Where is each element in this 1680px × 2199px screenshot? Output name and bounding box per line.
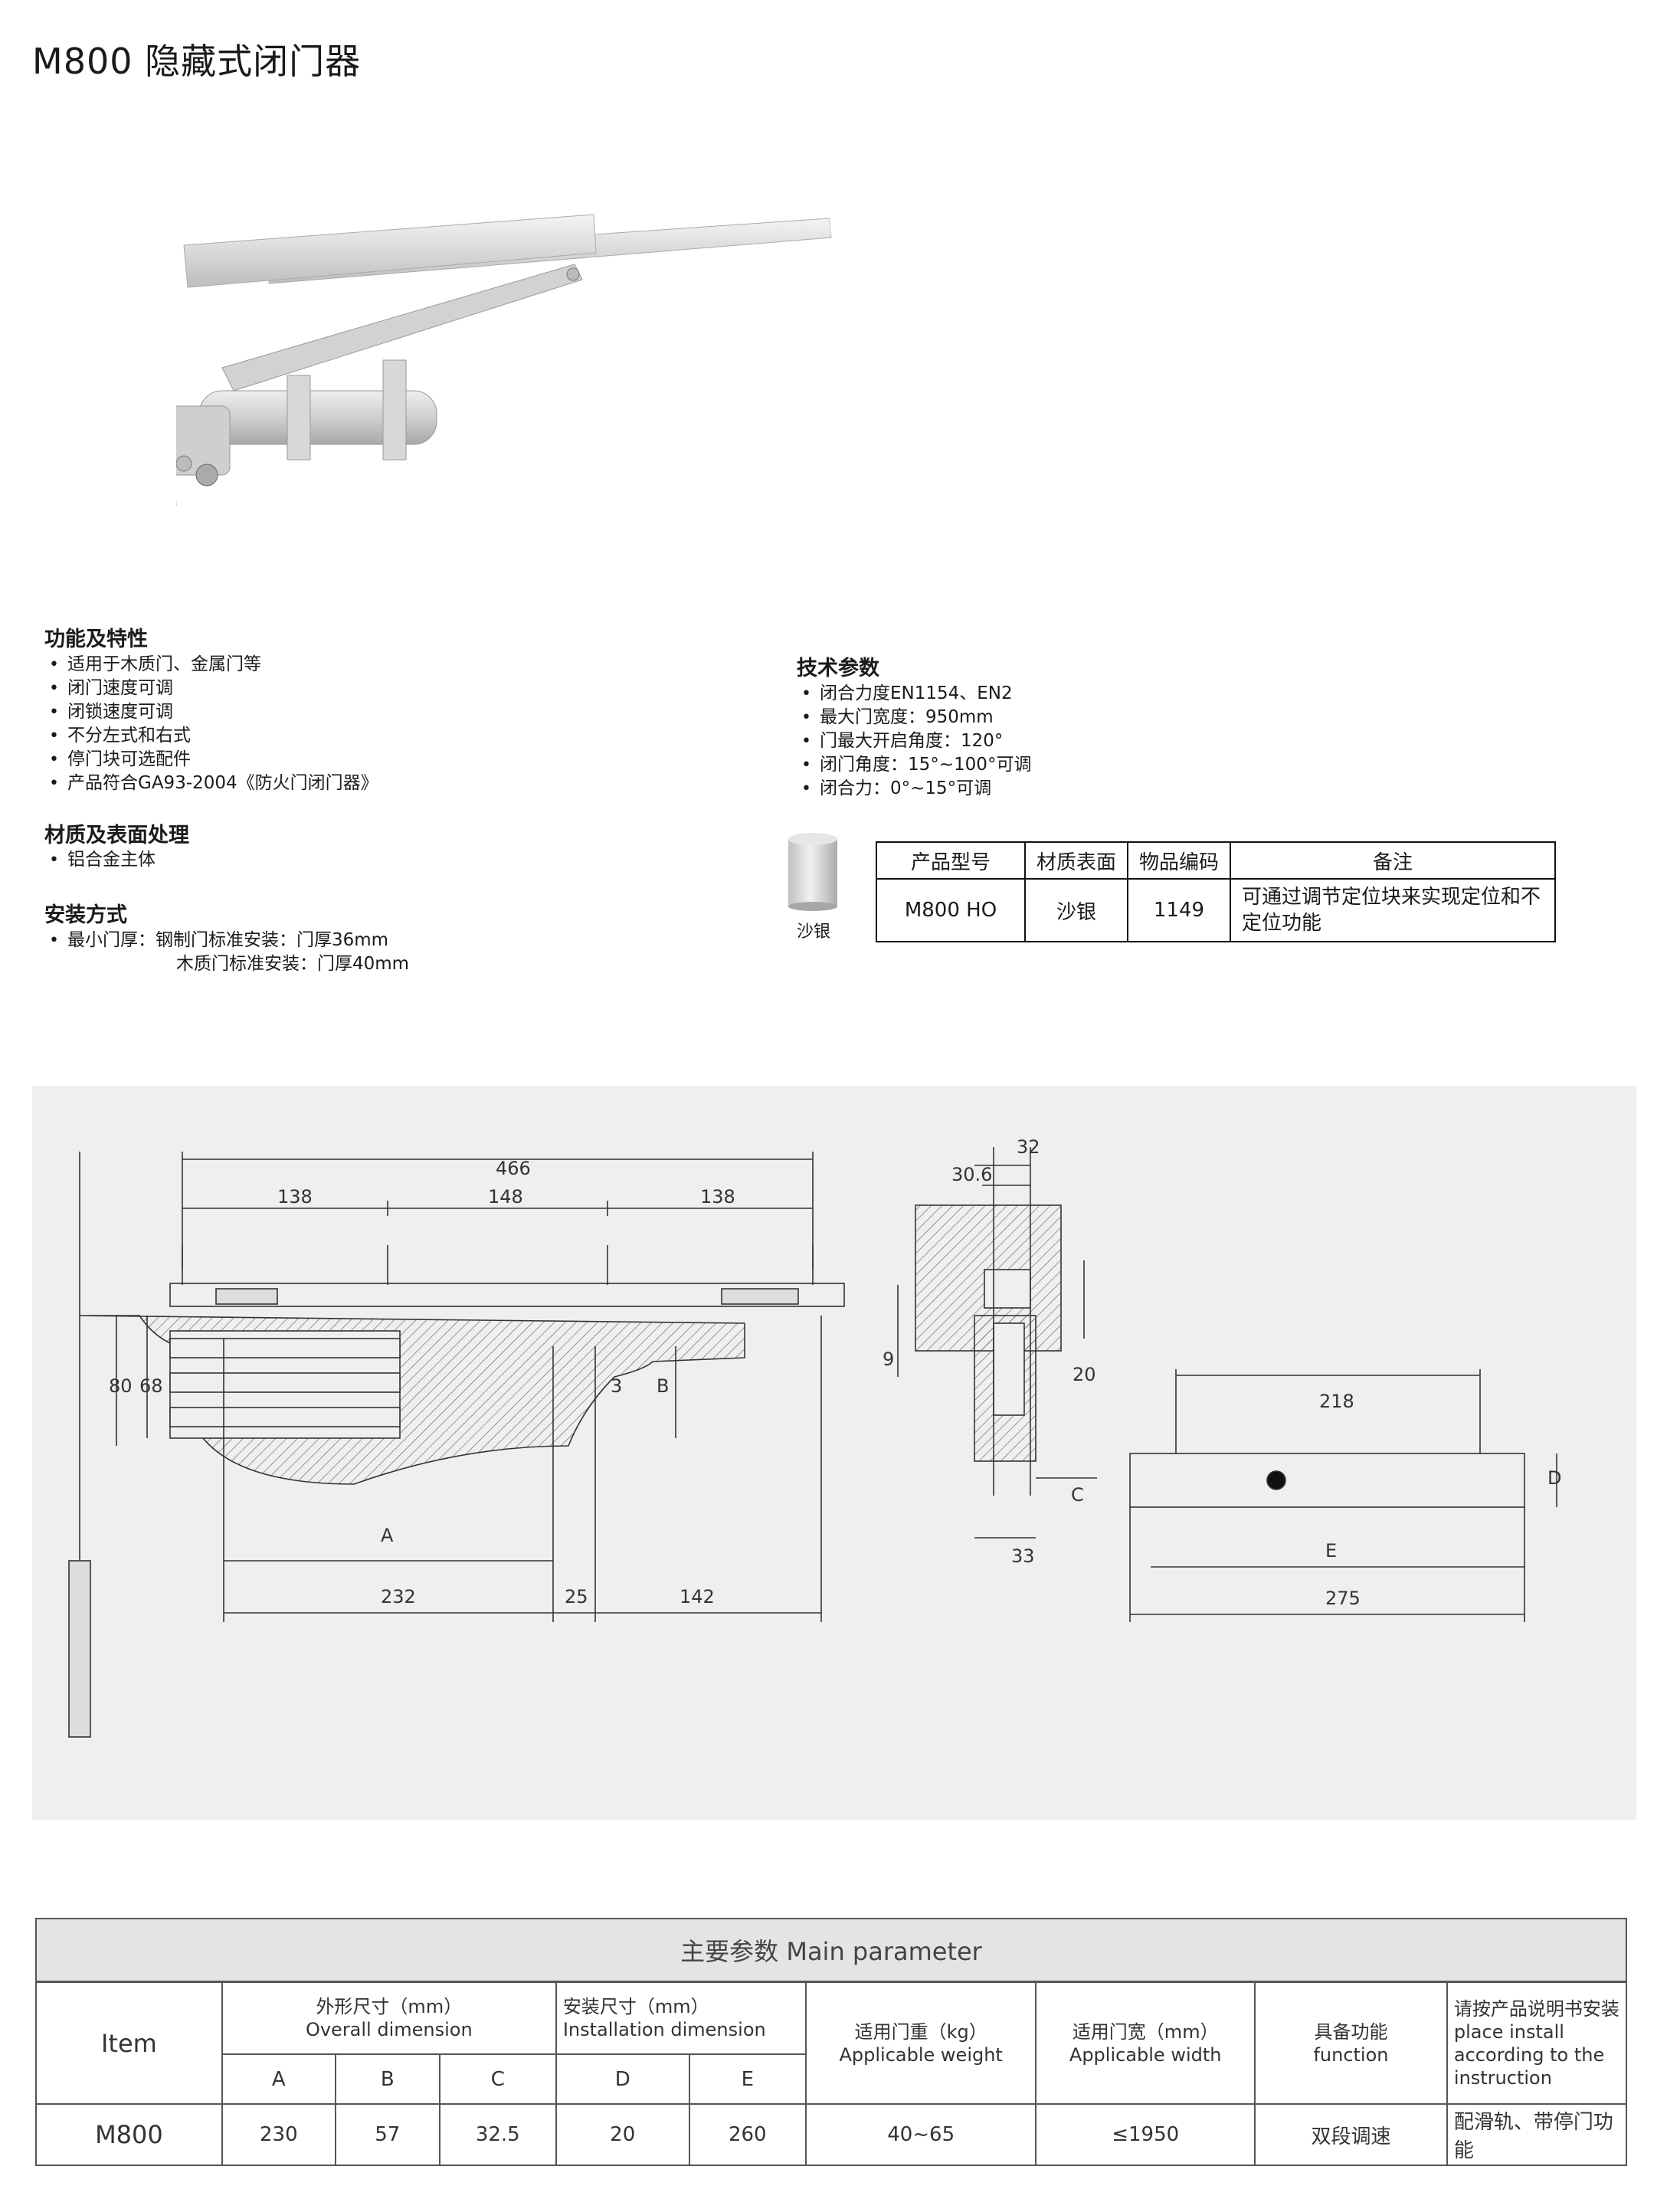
dim-label: 25: [565, 1586, 588, 1607]
tech-list: 闭合力度EN1154、EN2 最大门宽度：950mm 门最大开启角度：120° …: [797, 682, 1031, 801]
dim-label: 68: [139, 1375, 163, 1397]
product-photo: [176, 214, 832, 506]
dim-label: 466: [496, 1158, 531, 1179]
tech-heading: 技术参数: [797, 657, 879, 680]
table-cell: 配滑轨、带停门功能: [1446, 2103, 1628, 2166]
finish-swatch-label: 沙银: [797, 923, 831, 942]
page-title: M800 隐藏式闭门器: [32, 41, 362, 82]
dim-label: 20: [1073, 1364, 1096, 1385]
col-header: D: [555, 2053, 690, 2105]
spec-table: 产品型号 材质表面 物品编码 备注 M800 HO 沙银 1149 可通过调节定…: [876, 841, 1556, 942]
spec-header: 备注: [1230, 841, 1556, 880]
spec-cell: M800 HO: [876, 878, 1026, 942]
list-item: 适用于木质门、金属门等: [44, 653, 378, 677]
spec-header: 物品编码: [1127, 841, 1231, 880]
table-cell: 双段调速: [1254, 2103, 1448, 2166]
dim-label: 138: [277, 1186, 313, 1208]
main-parameter-table: 主要参数 Main parameter Item 外形尺寸（mm） Overal…: [35, 1918, 1628, 2166]
weight-cn: 适用门重（kg）: [854, 2020, 987, 2043]
note-en: place install according to the instructi…: [1453, 2020, 1605, 2089]
list-item: 闭合力：0°~15°可调: [797, 777, 1031, 801]
col-header: B: [334, 2053, 440, 2105]
dim-label: 232: [381, 1586, 416, 1607]
dim-label: C: [1071, 1484, 1084, 1506]
list-item: 闭合力度EN1154、EN2: [797, 682, 1031, 706]
table-cell: 40~65: [804, 2103, 1037, 2166]
install-cn: 安装尺寸（mm）: [562, 1996, 709, 2017]
list-item: 停门块可选配件: [44, 748, 378, 772]
table-caption: 主要参数 Main parameter: [35, 1918, 1627, 1983]
note-cn: 请按产品说明书安装: [1453, 1997, 1619, 2020]
list-item: 不分左式和右式: [44, 724, 378, 748]
dim-label: D: [1547, 1467, 1561, 1489]
install-heading: 安装方式: [44, 903, 127, 927]
dim-label: 138: [700, 1186, 735, 1208]
list-item: 闭门速度可调: [44, 677, 378, 700]
table-cell: 230: [221, 2103, 336, 2166]
dim-label: 3: [611, 1375, 622, 1397]
spec-cell: 1149: [1127, 878, 1231, 942]
width-cn: 适用门宽（mm）: [1072, 2020, 1219, 2043]
list-item: 门最大开启角度：120°: [797, 729, 1031, 753]
list-item: 木质门标准安装：门厚40mm: [176, 954, 410, 974]
table-cell: 260: [688, 2103, 807, 2166]
col-header: A: [221, 2053, 336, 2105]
table-cell: 20: [555, 2103, 690, 2166]
list-item: 铝合金主体: [44, 848, 156, 872]
dim-label: 32: [1017, 1136, 1040, 1158]
list-item: 最小门厚：钢制门标准安装：门厚36mm: [44, 929, 409, 952]
function-cn: 具备功能: [1314, 2020, 1388, 2043]
dim-label: A: [381, 1525, 394, 1546]
dim-label: B: [657, 1375, 669, 1397]
dim-label: 142: [680, 1586, 715, 1607]
features-heading: 功能及特性: [44, 628, 148, 651]
finish-swatch: [788, 833, 837, 911]
weight-en: Applicable weight: [839, 2043, 1003, 2066]
dim-label: 80: [109, 1375, 133, 1397]
material-list: 铝合金主体: [44, 848, 156, 872]
list-item: 最大门宽度：950mm: [797, 706, 1031, 729]
col-header: E: [688, 2053, 807, 2105]
material-heading: 材质及表面处理: [44, 824, 189, 847]
list-item: 产品符合GA93-2004《防火门闭门器》: [44, 772, 378, 795]
table-cell: 57: [334, 2103, 440, 2166]
item-header: Item: [35, 1981, 223, 2105]
dim-label: 218: [1319, 1391, 1354, 1412]
dim-label: 275: [1325, 1588, 1361, 1609]
table-cell: ≤1950: [1035, 2103, 1256, 2166]
spec-header: 材质表面: [1024, 841, 1128, 880]
dim-label: 30.6: [951, 1164, 992, 1185]
install-list: 最小门厚：钢制门标准安装：门厚36mm 木质门标准安装：门厚40mm: [44, 929, 409, 976]
list-item: 闭锁速度可调: [44, 700, 378, 724]
spec-cell: 沙银: [1024, 878, 1128, 942]
technical-drawing: 466 138 148 138 80 68 3 B A 232 25 142 9…: [68, 1136, 1561, 1738]
dim-label: 33: [1011, 1545, 1035, 1567]
spec-header: 产品型号: [876, 841, 1026, 880]
table-cell: M800: [35, 2103, 223, 2166]
dim-label: 9: [883, 1349, 894, 1370]
spec-cell: 可通过调节定位块来实现定位和不定位功能: [1230, 878, 1556, 942]
overall-cn: 外形尺寸（mm）: [316, 1996, 463, 2017]
list-item: 闭门角度：15°~100°可调: [797, 753, 1031, 777]
dim-label: E: [1325, 1540, 1337, 1562]
col-header: C: [438, 2053, 557, 2105]
function-en: function: [1313, 2043, 1389, 2066]
features-list: 适用于木质门、金属门等 闭门速度可调 闭锁速度可调 不分左式和右式 停门块可选配…: [44, 653, 378, 795]
width-en: Applicable width: [1069, 2043, 1222, 2066]
overall-en: Overall dimension: [305, 2019, 473, 2040]
table-cell: 32.5: [438, 2103, 557, 2166]
install-en: Installation dimension: [562, 2019, 766, 2040]
dim-label: 148: [488, 1186, 523, 1208]
